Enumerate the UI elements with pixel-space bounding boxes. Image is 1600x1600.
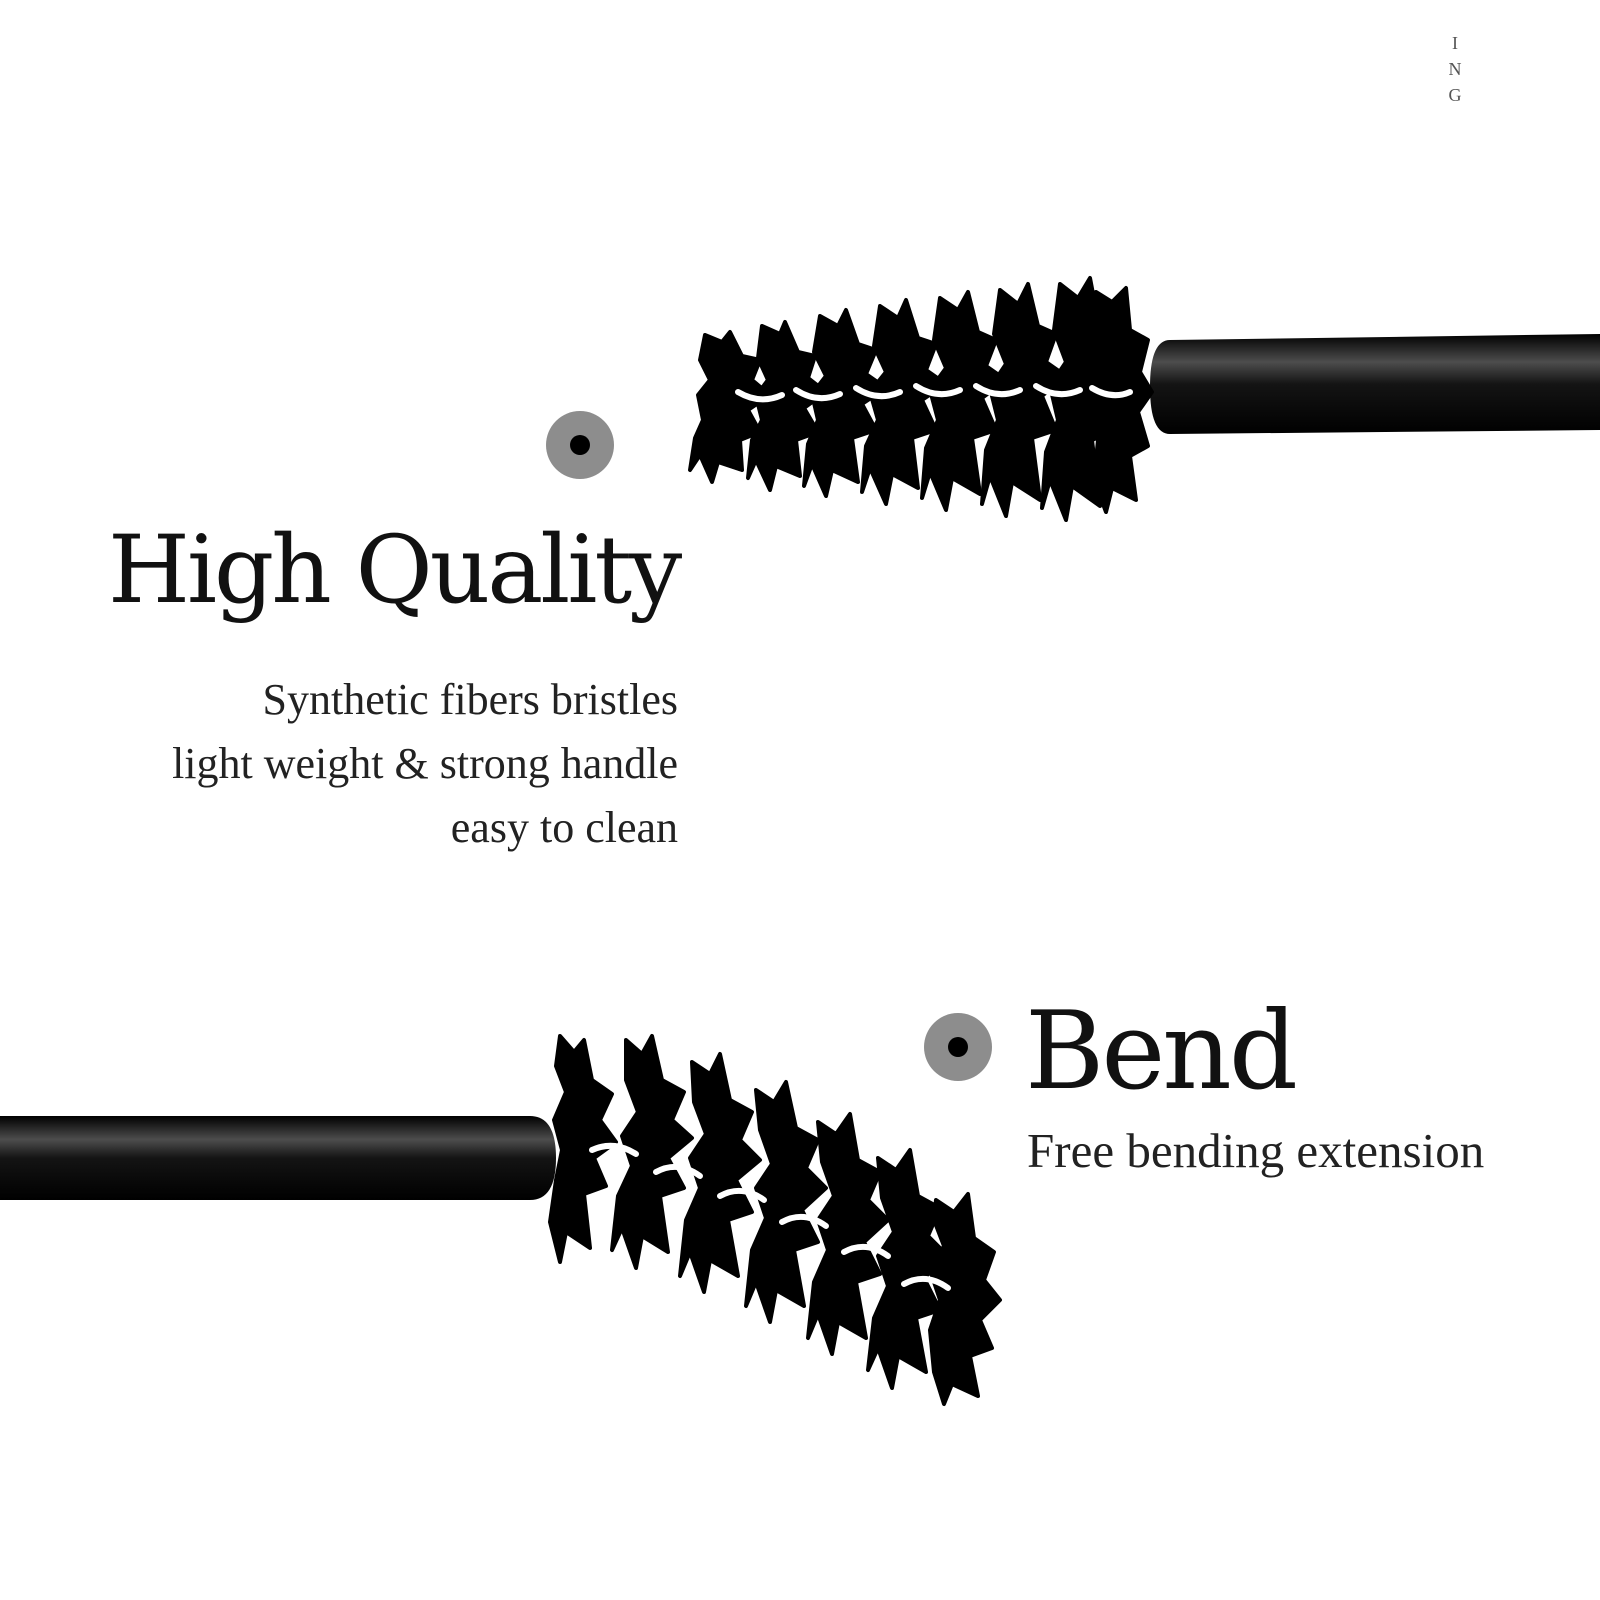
bend-title: Bend: [1025, 989, 1298, 1114]
quality-description: Synthetic fibers bristles light weight &…: [100, 668, 678, 860]
bottom-bent-spoolie-brush-icon: [0, 1034, 1002, 1406]
top-spoolie-brush-icon: [688, 276, 1600, 522]
quality-line: light weight & strong handle: [172, 739, 678, 788]
bullet-dot-icon: [924, 1013, 992, 1081]
quality-line: Synthetic fibers bristles: [262, 675, 679, 724]
bullet-dot-icon: [546, 411, 614, 479]
cropped-edge-text: I N G: [1448, 33, 1464, 105]
quality-line: easy to clean: [450, 803, 678, 852]
quality-title: High Quality: [108, 516, 682, 625]
bend-subtitle: Free bending extension: [1027, 1123, 1485, 1178]
